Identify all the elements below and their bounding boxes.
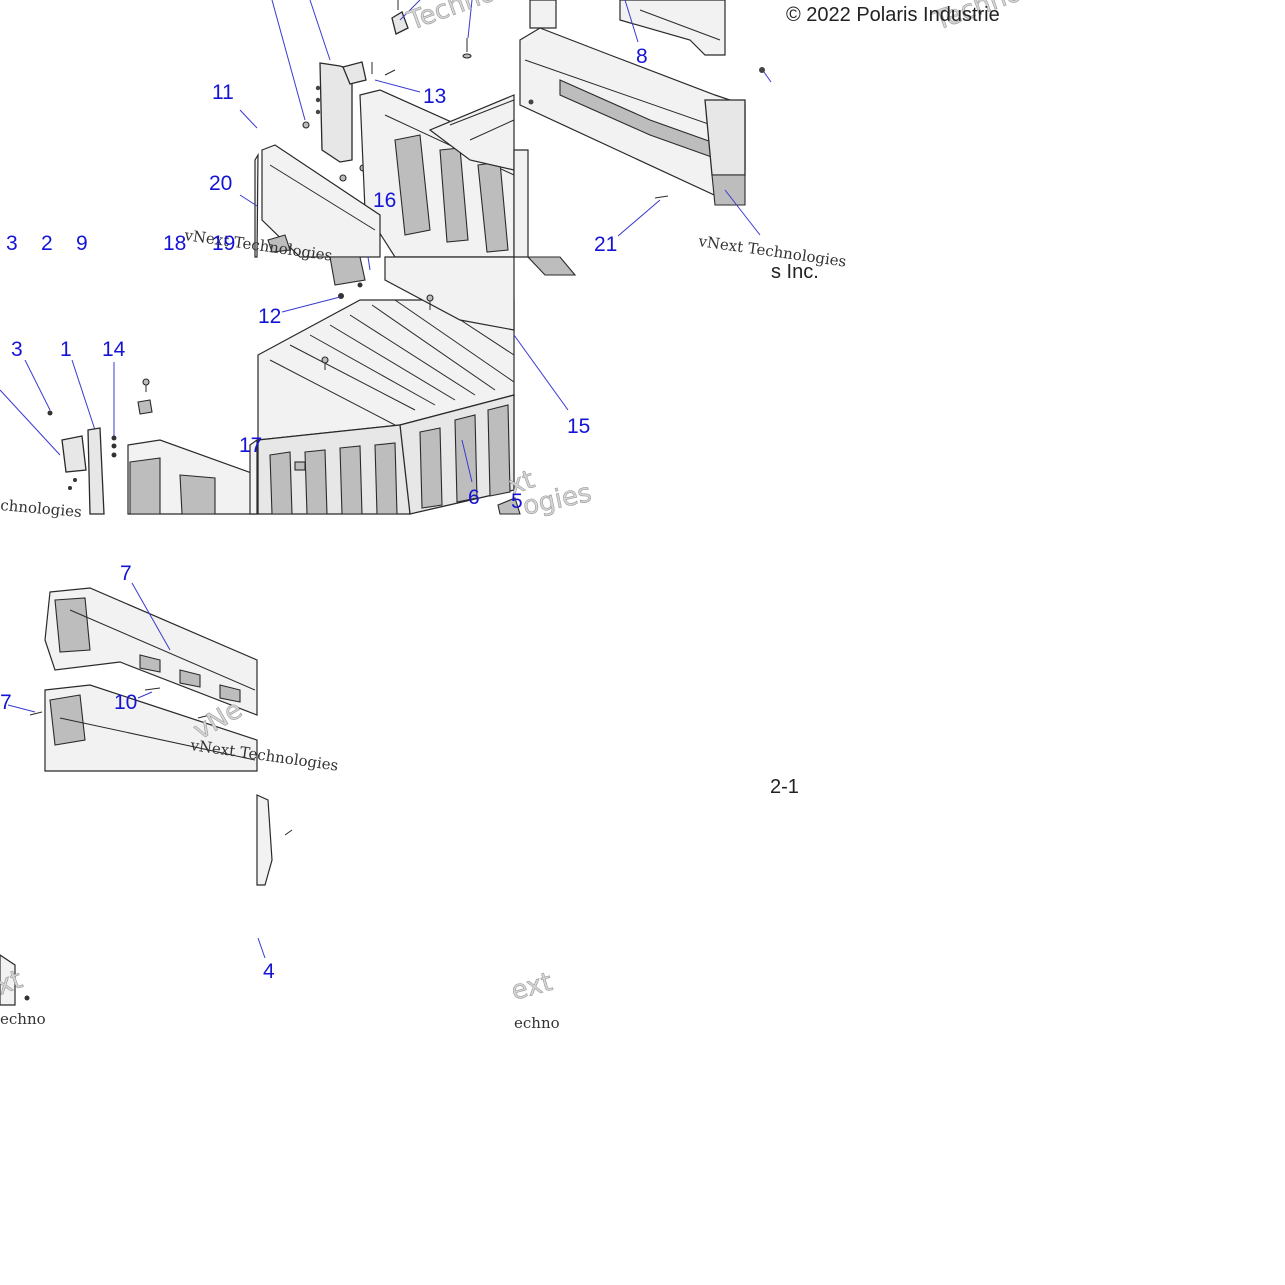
svg-text:echno: echno: [514, 1014, 560, 1032]
callout-11: 11: [212, 81, 234, 104]
callout-12: 12: [258, 305, 281, 328]
callout-7: 7: [0, 691, 12, 714]
callout-5: 5: [511, 490, 523, 513]
tile-middle-center: [257, 256, 515, 515]
copyright-tail-text: s Inc.: [771, 261, 819, 283]
callout-4: 4: [263, 960, 275, 983]
callout-21: 21: [594, 233, 617, 256]
copyright-text: © 2022 Polaris Industrie: [786, 4, 1000, 26]
callout-20: 20: [209, 172, 232, 195]
callout-14: 14: [102, 338, 126, 361]
callout-15: 15: [567, 415, 590, 438]
svg-text:chnologies: chnologies: [0, 496, 82, 521]
tile-middle-left: chnologies: [0, 359, 258, 521]
callout-8: 8: [636, 45, 648, 68]
callout-labels: 11 13 8 20 16 3 2 9 18 19 21 12 3 1 14 1…: [0, 45, 648, 983]
callout-6: 6: [468, 486, 480, 509]
callout-17: 17: [239, 434, 262, 457]
svg-text:xt: xt: [0, 965, 26, 1002]
callout-7: 7: [120, 562, 132, 585]
page-number: 2-1: [770, 776, 799, 798]
callout-18: 18: [163, 232, 186, 255]
tile-upper-right: [513, 0, 772, 276]
svg-text:Techno: Techno: [403, 0, 499, 37]
callout-3: 3: [6, 232, 18, 255]
callout-3: 3: [11, 338, 23, 361]
callout-9: 9: [76, 232, 88, 255]
callout-16: 16: [373, 189, 396, 212]
callout-19: 19: [212, 232, 235, 255]
svg-text:echno: echno: [0, 1010, 46, 1028]
tile-upper-left: [0, 0, 331, 258]
tile-upper-center: Techno: [261, 0, 515, 258]
callout-1: 1: [60, 338, 72, 361]
tile-lower-row: echno echno ext xt: [0, 794, 560, 1032]
callout-13: 13: [423, 85, 446, 108]
callout-2: 2: [41, 232, 53, 255]
svg-text:ext: ext: [508, 967, 555, 1007]
callout-10: 10: [114, 691, 137, 714]
